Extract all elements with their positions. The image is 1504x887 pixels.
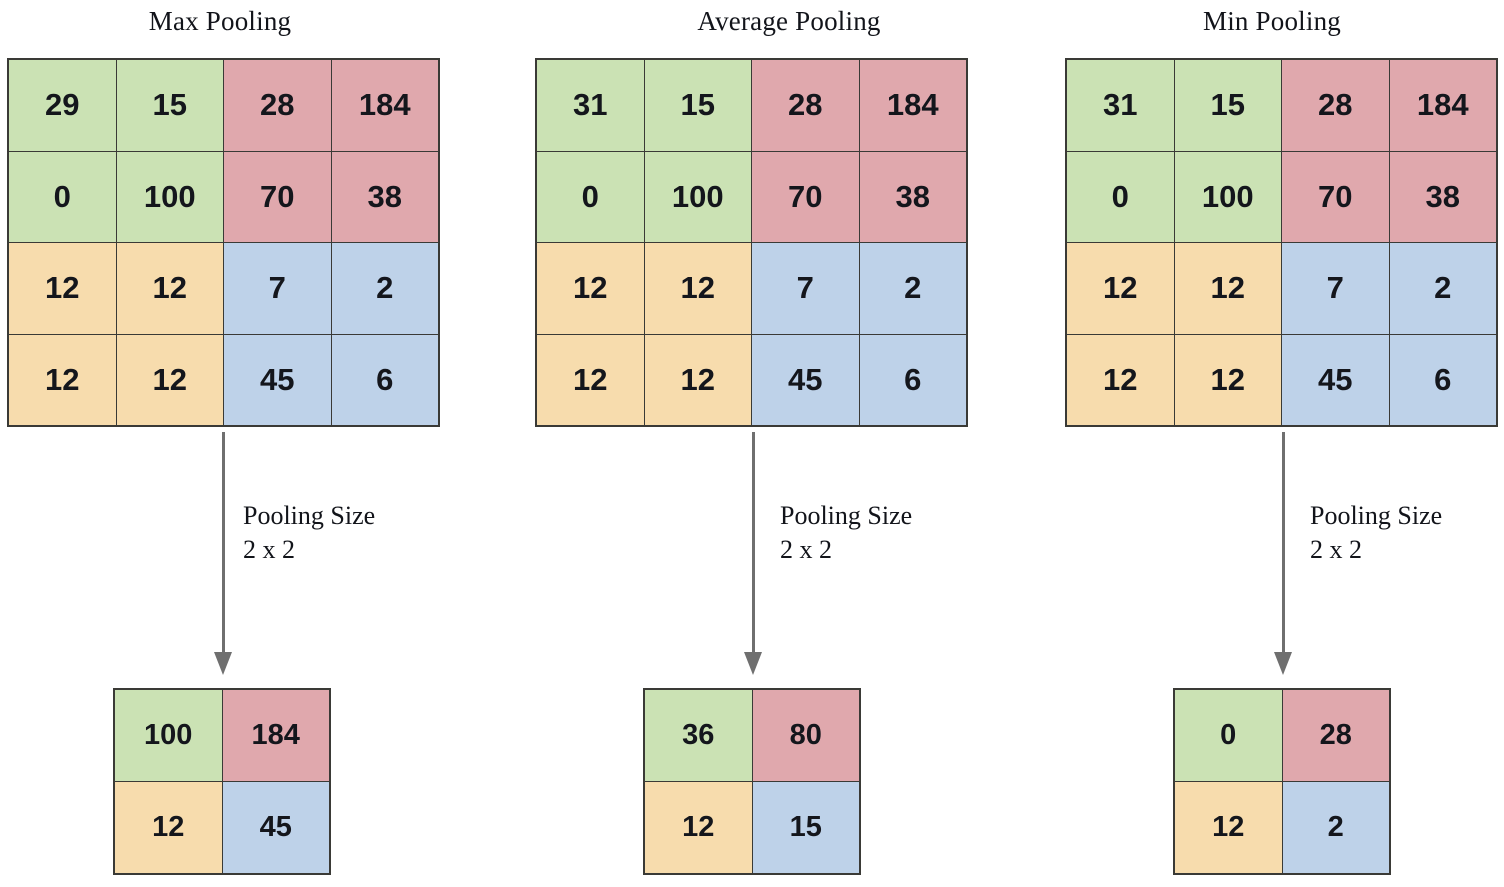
input-cell: 184: [331, 60, 438, 151]
pooling-size-caption: Pooling Size 2 x 2: [243, 499, 375, 568]
input-cell: 15: [644, 60, 751, 151]
input-cell: 12: [116, 243, 223, 334]
pooling-size-value: 2 x 2: [780, 535, 832, 565]
pooling-size-label: Pooling Size: [1310, 501, 1443, 530]
arrow-head: [214, 652, 232, 675]
input-cell: 7: [752, 243, 859, 334]
pooling-size-label: Pooling Size: [780, 501, 913, 530]
arrow-head: [744, 652, 762, 675]
input-cell: 0: [1067, 151, 1174, 242]
page-title-average-pooling: Average Pooling: [697, 6, 881, 36]
input-cell: 15: [116, 60, 223, 151]
page-title-max-pooling: Max Pooling: [148, 6, 292, 36]
arrow-shaft: [1282, 432, 1285, 653]
input-cell: 38: [331, 151, 438, 242]
input-cell: 15: [1174, 60, 1281, 151]
down-arrow-icon: [742, 432, 766, 675]
panel-average-pooling: Average Pooling 31 15 28 184 0 100 70 38…: [500, 0, 1030, 887]
input-matrix-min-pooling: 31 15 28 184 0 100 70 38 12 12 7 2 12 12…: [1065, 58, 1498, 427]
input-cell: 2: [331, 243, 438, 334]
arrow-shaft: [752, 432, 755, 653]
input-cell: 38: [1389, 151, 1496, 242]
output-cell: 80: [752, 690, 859, 781]
down-arrow-icon: [212, 432, 236, 675]
input-cell: 0: [537, 151, 644, 242]
input-cell: 28: [752, 60, 859, 151]
input-cell: 12: [644, 334, 751, 425]
input-cell: 6: [1389, 334, 1496, 425]
output-cell: 45: [222, 782, 329, 873]
input-cell: 29: [9, 60, 116, 151]
input-matrix-max-pooling: 29 15 28 184 0 100 70 38 12 12 7 2 12 12…: [7, 58, 440, 427]
input-cell: 6: [331, 334, 438, 425]
input-cell: 12: [116, 334, 223, 425]
input-cell: 184: [1389, 60, 1496, 151]
input-cell: 100: [644, 151, 751, 242]
input-cell: 2: [1389, 243, 1496, 334]
input-cell: 100: [116, 151, 223, 242]
input-cell: 70: [224, 151, 331, 242]
panel-max-pooling: Max Pooling 29 15 28 184 0 100 70 38 12 …: [0, 0, 500, 887]
pooling-size-caption: Pooling Size 2 x 2: [1310, 499, 1442, 568]
down-arrow-icon: [1272, 432, 1296, 675]
page-title-min-pooling: Min Pooling: [1203, 6, 1341, 36]
output-cell: 12: [1175, 782, 1282, 873]
output-cell: 15: [752, 782, 859, 873]
output-cell: 36: [645, 690, 752, 781]
output-cell: 12: [115, 782, 222, 873]
input-cell: 12: [644, 243, 751, 334]
input-cell: 12: [9, 243, 116, 334]
input-cell: 12: [537, 243, 644, 334]
input-cell: 70: [1282, 151, 1389, 242]
output-cell: 184: [222, 690, 329, 781]
input-cell: 28: [224, 60, 331, 151]
output-matrix-average-pooling: 36 80 12 15: [643, 688, 861, 875]
pooling-size-value: 2 x 2: [1310, 535, 1362, 565]
input-cell: 6: [859, 334, 966, 425]
output-cell: 2: [1282, 782, 1389, 873]
input-cell: 45: [224, 334, 331, 425]
pooling-size-label: Pooling Size: [243, 501, 376, 530]
input-cell: 31: [1067, 60, 1174, 151]
input-cell: 38: [859, 151, 966, 242]
output-cell: 100: [115, 690, 222, 781]
input-cell: 70: [752, 151, 859, 242]
input-cell: 31: [537, 60, 644, 151]
input-cell: 12: [1174, 334, 1281, 425]
input-cell: 28: [1282, 60, 1389, 151]
input-cell: 100: [1174, 151, 1281, 242]
input-cell: 45: [1282, 334, 1389, 425]
input-cell: 184: [859, 60, 966, 151]
input-cell: 12: [1067, 334, 1174, 425]
input-matrix-average-pooling: 31 15 28 184 0 100 70 38 12 12 7 2 12 12…: [535, 58, 968, 427]
input-cell: 12: [9, 334, 116, 425]
panel-min-pooling: Min Pooling 31 15 28 184 0 100 70 38 12 …: [1030, 0, 1504, 887]
pooling-size-value: 2 x 2: [243, 535, 295, 565]
output-matrix-max-pooling: 100 184 12 45: [113, 688, 331, 875]
pooling-size-caption: Pooling Size 2 x 2: [780, 499, 912, 568]
output-cell: 12: [645, 782, 752, 873]
input-cell: 7: [224, 243, 331, 334]
input-cell: 12: [1067, 243, 1174, 334]
input-cell: 0: [9, 151, 116, 242]
arrow-head: [1274, 652, 1292, 675]
output-cell: 28: [1282, 690, 1389, 781]
arrow-shaft: [222, 432, 225, 653]
input-cell: 45: [752, 334, 859, 425]
output-matrix-min-pooling: 0 28 12 2: [1173, 688, 1391, 875]
input-cell: 2: [859, 243, 966, 334]
output-cell: 0: [1175, 690, 1282, 781]
input-cell: 7: [1282, 243, 1389, 334]
input-cell: 12: [537, 334, 644, 425]
input-cell: 12: [1174, 243, 1281, 334]
